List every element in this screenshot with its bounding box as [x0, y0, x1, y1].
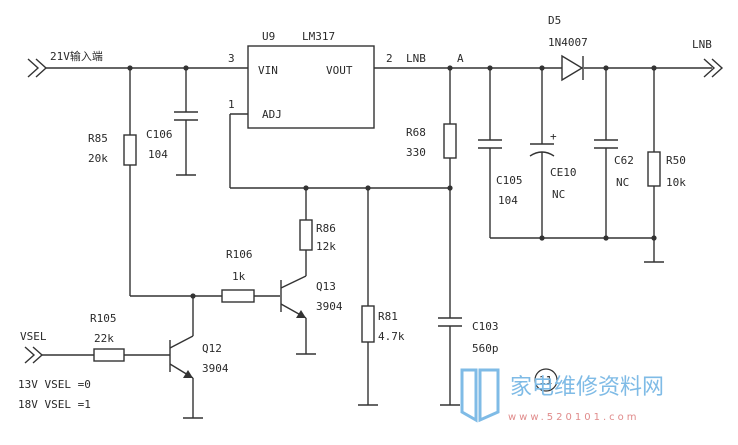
- svg-text:11: 11: [539, 374, 552, 387]
- capacitor-c106: [174, 68, 198, 176]
- c106-ref: C106: [146, 128, 173, 141]
- vsel-input: [24, 346, 94, 364]
- c105-ref: C105: [496, 174, 523, 187]
- resistor-r105: [93, 348, 170, 362]
- figure-number: 11: [534, 368, 558, 392]
- r106-ref: R106: [226, 248, 253, 261]
- watermark-logo-icon: [460, 368, 500, 423]
- capacitor-c62: [594, 68, 618, 238]
- r106-val: 1k: [232, 270, 246, 283]
- resistor-r68: [443, 68, 457, 318]
- d5-ref: D5: [548, 14, 561, 27]
- r105-ref: R105: [90, 312, 117, 325]
- vout-label: VOUT: [326, 64, 353, 77]
- note-18v: 18V VSEL =1: [18, 398, 91, 411]
- ce10-ref: CE10: [550, 166, 577, 179]
- input-rail: [46, 65, 248, 71]
- pin1-label: 1: [228, 98, 235, 111]
- c106-val: 104: [148, 148, 168, 161]
- resistor-r81: [358, 188, 378, 406]
- r50-ref: R50: [666, 154, 686, 167]
- capacitor-c103: [438, 317, 462, 406]
- r105-val: 22k: [94, 332, 114, 345]
- c103-ref: C103: [472, 320, 499, 333]
- resistor-r50: [644, 68, 664, 263]
- capacitor-c105: [478, 68, 502, 238]
- output-ground-rail: [490, 235, 657, 241]
- q12-part: 3904: [202, 362, 229, 375]
- resistor-r85: [123, 68, 222, 299]
- ce10-plus: +: [550, 130, 557, 143]
- input-label: 21V输入端: [50, 49, 103, 63]
- r81-val: 4.7k: [378, 330, 405, 343]
- r86-ref: R86: [316, 222, 336, 235]
- r85-ref: R85: [88, 132, 108, 145]
- transistor-q13: [280, 275, 316, 355]
- r68-ref: R68: [406, 126, 426, 139]
- lnb-node-label: LNB: [406, 52, 426, 65]
- c103-val: 560p: [472, 342, 499, 355]
- watermark: 家电维修资料网 www.520101.com: [460, 368, 664, 423]
- u9-part: LM317: [302, 30, 335, 43]
- input-arrow: [27, 58, 48, 78]
- resistor-r86: [299, 188, 313, 276]
- r86-val: 12k: [316, 240, 336, 253]
- vin-label: VIN: [258, 64, 278, 77]
- q13-ref: Q13: [316, 280, 336, 293]
- c62-ref: C62: [614, 154, 634, 167]
- r81-ref: R81: [378, 310, 398, 323]
- resistor-r106: [221, 289, 280, 303]
- vsel-label: VSEL: [20, 330, 47, 343]
- output-label: LNB: [692, 38, 712, 51]
- adj-net: [229, 113, 453, 191]
- r68-val: 330: [406, 146, 426, 159]
- c62-val: NC: [616, 176, 629, 189]
- transistor-q12: [169, 296, 203, 419]
- pin2-label: 2: [386, 52, 393, 65]
- watermark-url: www.520101.com: [508, 412, 640, 423]
- capacitor-ce10: [529, 68, 555, 238]
- watermark-text: 家电维修资料网: [510, 375, 664, 400]
- r85-val: 20k: [88, 152, 108, 165]
- node-a-label: A: [457, 52, 464, 65]
- c105-val: 104: [498, 194, 518, 207]
- q13-part: 3904: [316, 300, 343, 313]
- r50-val: 10k: [666, 176, 686, 189]
- q12-ref: Q12: [202, 342, 222, 355]
- pin3-label: 3: [228, 52, 235, 65]
- note-13v: 13V VSEL =0: [18, 378, 91, 391]
- output-rail: [374, 65, 712, 71]
- u9-ref: U9: [262, 30, 275, 43]
- d5-part: 1N4007: [548, 36, 588, 49]
- output-arrow: [703, 58, 724, 78]
- diode-d5: [561, 54, 584, 82]
- adj-label: ADJ: [262, 108, 282, 121]
- regulator-u9: [247, 45, 375, 129]
- ce10-val: NC: [552, 188, 565, 201]
